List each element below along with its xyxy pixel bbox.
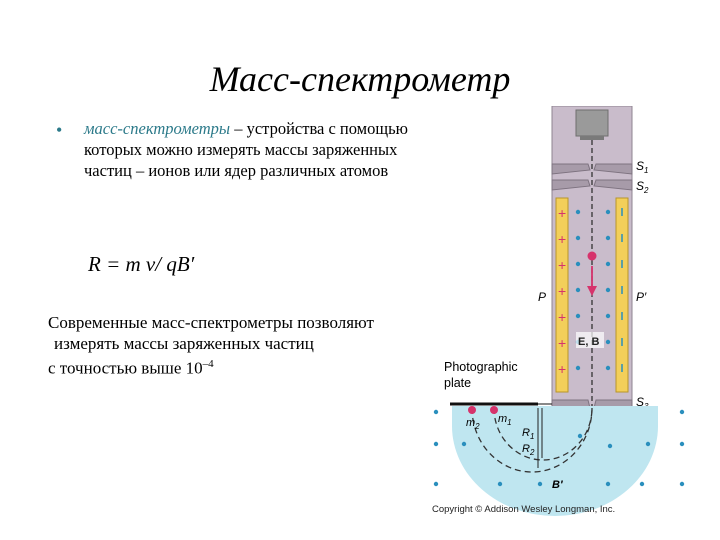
svg-text:S2: S2 <box>636 179 649 195</box>
label-e-b: E, B <box>578 336 599 348</box>
bullet-term: масс-спектрометры <box>84 119 231 138</box>
bullet-paragraph: масс-спектрометры – устройства с помощью… <box>84 118 424 181</box>
label-p-prime: P′ <box>636 290 647 304</box>
label-s2-sub: 2 <box>643 186 649 195</box>
svg-text:+: + <box>558 257 566 273</box>
svg-text:+: + <box>558 205 566 221</box>
plate-p-prime <box>615 197 629 393</box>
mass-spectrometer-diagram: +++ ++++ E, B S1 S2 S3 P P′ Photographic… <box>432 106 685 516</box>
magnetic-chamber <box>452 406 658 516</box>
trajectory-m1 <box>493 407 593 461</box>
modern-precision-text: Современные масс-спектрометры позволяют … <box>48 312 468 379</box>
label-r1-sub: 1 <box>530 432 534 441</box>
svg-text:m1: m1 <box>498 413 512 427</box>
label-plate: plate <box>444 376 471 390</box>
modern-line-1: Современные масс-спектрометры позволяют <box>48 313 374 332</box>
outer-field-dots <box>433 409 685 487</box>
copyright-notice: Copyright © Addison Wesley Longman, Inc. <box>432 504 615 515</box>
ion-particle <box>587 251 597 261</box>
label-s1-sub: 1 <box>644 166 648 175</box>
svg-text:+: + <box>558 283 566 299</box>
plate-p <box>555 197 569 393</box>
label-m2: m <box>466 417 475 429</box>
label-s2: S <box>636 179 644 193</box>
modern-line-2: измерять массы заряженных частиц <box>54 334 314 353</box>
svg-text:R2: R2 <box>522 443 535 457</box>
bullet-description: – устройства с помощью которых можно изм… <box>84 119 408 180</box>
label-m1: m <box>498 413 507 425</box>
ion-m1 <box>490 406 498 414</box>
label-m1-sub: 1 <box>507 418 511 427</box>
ion-source <box>575 109 609 137</box>
precision-exponent: –4 <box>202 358 214 370</box>
svg-text:+: + <box>558 231 566 247</box>
svg-text:+: + <box>558 309 566 325</box>
ion-m2 <box>468 406 476 414</box>
svg-text:+: + <box>558 361 566 377</box>
svg-text:m2: m2 <box>466 417 480 431</box>
radius-formula: R = m v/ qB′ <box>88 252 195 276</box>
svg-text:S1: S1 <box>636 159 648 175</box>
label-photographic: Photographic <box>444 360 518 374</box>
label-p: P <box>538 290 546 304</box>
modern-line-3-base: с точностью выше 10 <box>48 358 203 378</box>
label-r2-sub: 2 <box>529 448 535 457</box>
svg-text:+: + <box>558 335 566 351</box>
trajectory-m2 <box>471 407 593 473</box>
label-s1: S <box>636 159 644 173</box>
slide-title: Масс-спектрометр <box>209 59 511 99</box>
modern-line-3: с точностью выше 10–4 <box>48 354 468 379</box>
label-s3: S <box>636 395 644 409</box>
slit-s2 <box>551 179 633 191</box>
label-r1: R <box>522 427 530 439</box>
bullet-marker: • <box>56 120 63 140</box>
slit-s1 <box>551 163 633 175</box>
label-r2: R <box>522 443 530 455</box>
plus-charges: + + + + + + + <box>558 205 566 377</box>
svg-text:R1: R1 <box>522 427 534 441</box>
label-b-prime: B′ <box>552 479 564 491</box>
label-m2-sub: 2 <box>474 422 480 431</box>
